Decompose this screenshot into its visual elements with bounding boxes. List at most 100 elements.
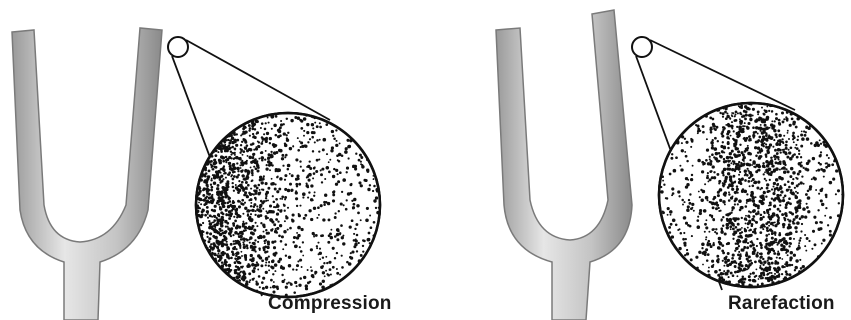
particle-dot [346,199,348,201]
particle-dot [717,191,720,194]
particle-dot [337,180,340,183]
particle-dot [710,160,713,163]
particle-dot [795,259,798,262]
particle-dot [242,131,245,134]
particle-dot [822,239,825,242]
particle-dot [254,158,257,161]
particle-dot [312,127,314,129]
particle-dot [787,254,789,256]
particle-dot [241,203,243,205]
particle-dot [768,225,770,227]
particle-dot [783,171,786,174]
particle-dot [754,230,756,232]
particle-dot [262,235,265,238]
particle-dot [723,160,726,163]
particle-dot [334,257,336,259]
particle-dot [711,128,713,130]
particle-dot [802,265,805,268]
particle-dot [264,138,267,141]
particle-dot [675,156,678,159]
particle-dot [773,170,776,173]
particle-dot [216,175,219,178]
particle-dot [310,184,313,187]
particle-dot [734,266,736,268]
particle-dot [317,242,319,244]
particle-dot [788,273,791,276]
particle-dot [792,171,795,174]
particle-dot [222,160,225,163]
particle-dot [788,223,791,226]
particle-dot [794,147,796,149]
particle-dot [777,221,780,224]
particle-dot [804,215,807,218]
particle-dot [759,231,762,234]
particle-dot [346,261,349,264]
particle-dot [732,238,734,240]
particle-dot [787,132,789,134]
particle-dot [750,234,753,237]
particle-dot [825,207,827,209]
particle-dot [248,217,251,220]
particle-dot [724,194,727,197]
particle-dot [678,195,680,197]
particle-dot [302,241,304,243]
particle-dot [716,126,719,129]
particle-dot [753,160,756,163]
particle-dot [741,178,744,181]
particle-dot [296,236,299,239]
particle-dot [685,222,688,225]
particle-dot [246,188,248,190]
particle-dot [758,169,761,172]
particle-dot [753,131,756,134]
particle-dot [747,122,750,125]
particle-dot [292,268,294,270]
particle-dot [286,118,288,120]
particle-dot [211,166,213,168]
particle-dot [225,225,227,227]
particle-dot [794,269,796,271]
particle-dot [711,144,713,146]
particle-dot [241,232,244,235]
particle-dot [289,173,291,175]
particle-dot [219,199,222,202]
particle-dot [269,169,271,171]
particle-dot [705,248,708,251]
particle-dot [760,246,763,249]
particle-dot [323,138,327,142]
particle-dot [309,281,311,283]
particle-dot [281,280,284,283]
particle-dot [228,162,231,165]
particle-dot [749,152,751,154]
particle-dot [751,225,754,228]
particle-dot [315,234,318,237]
particle-dot [782,226,785,229]
particle-dot [763,268,766,271]
particle-dot [729,156,732,159]
particle-dot [794,266,797,269]
particle-dot [771,188,773,190]
particle-dot [690,178,693,181]
particle-dot [326,153,328,155]
particle-dot [343,204,345,206]
particle-dot [242,175,244,177]
particle-dot [297,116,300,119]
particle-dot [319,282,322,285]
particle-dot [308,191,310,193]
particle-dot [251,209,254,212]
particle-dot [218,228,221,231]
particle-dot [731,206,735,210]
particle-dot [318,150,320,152]
particle-dot [821,203,824,206]
particle-dot [818,193,820,195]
particle-dot [734,115,736,117]
particle-dot [316,217,318,219]
particle-dot [236,252,238,254]
particle-dot [208,220,210,222]
particle-dot [732,175,735,178]
particle-dot [777,129,780,132]
particle-dot [256,131,259,134]
particle-dot [235,156,238,159]
particle-dot [707,270,709,272]
particle-dot [739,144,741,146]
particle-dot [670,157,673,160]
